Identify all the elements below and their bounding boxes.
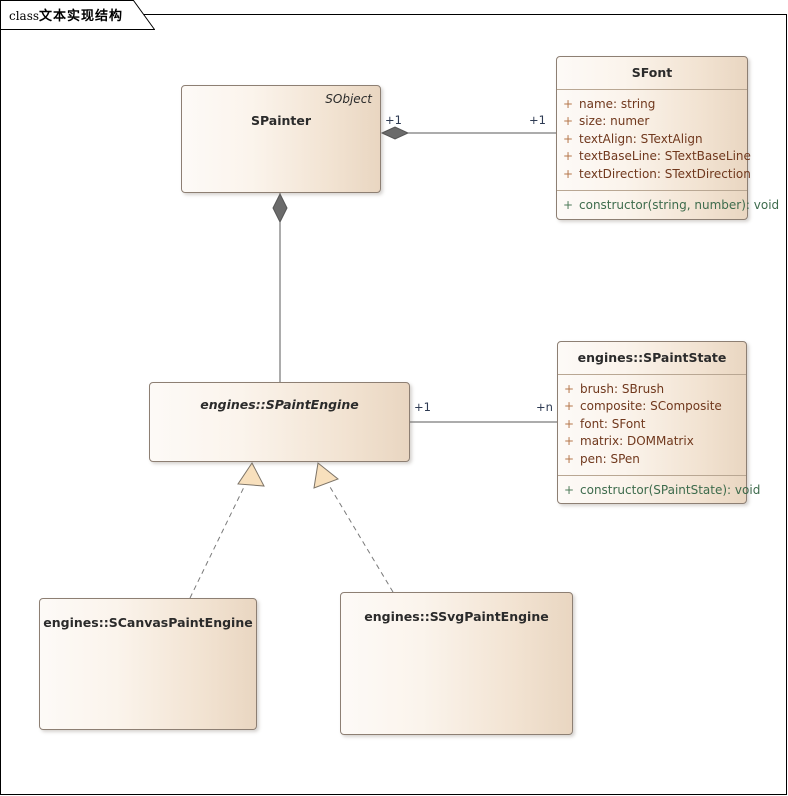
class-name-spaintengine: engines::SPaintEngine [200,397,359,412]
attribute-text: size: numer [579,114,650,129]
visibility-marker: + [562,114,574,129]
attribute-text: pen: SPen [580,451,640,466]
attribute-text: textAlign: STextAlign [579,131,703,146]
methods-spaintstate: + constructor(SPaintState): void [558,476,760,507]
class-name-spaintstate: engines::SPaintState [577,350,727,365]
class-box-spaintengine[interactable]: engines::SPaintEngine [149,382,410,462]
class-name-spainter: SPainter [250,113,312,128]
method-text: constructor(SPaintState): void [580,483,761,498]
class-box-ssvgpaintengine[interactable]: engines::SSvgPaintEngine [340,592,573,735]
attribute-row: + font: SFont [558,416,746,434]
visibility-marker: + [562,198,574,213]
attribute-row: + composite: SComposite [558,398,746,416]
multiplicity-engine-state-target: +n [536,400,553,414]
attribute-text: textBaseLine: STextBaseLine [579,149,751,164]
attribute-row: + textAlign: STextAlign [557,131,747,149]
compartment-separator [558,475,746,477]
multiplicity-engine-state-source: +1 [414,400,431,414]
class-box-spainter[interactable]: SObject SPainter [181,85,381,193]
attributes-spaintstate: + brush: SBrush + composite: SComposite … [558,375,746,476]
attribute-row: + matrix: DOMMatrix [558,433,746,451]
visibility-marker: + [563,381,575,396]
class-name-ssvgpaintengine: engines::SSvgPaintEngine [364,609,549,624]
diagram-frame [0,14,787,795]
visibility-marker: + [562,166,574,181]
visibility-marker: + [563,416,575,431]
attribute-text: name: string [579,96,656,111]
class-name-scanvaspaintengine: engines::SCanvasPaintEngine [43,615,253,630]
attribute-text: matrix: DOMMatrix [580,434,694,449]
compartment-separator [557,88,747,90]
visibility-marker: + [563,483,575,498]
attribute-text: brush: SBrush [580,381,665,396]
class-name-sfont: SFont [631,65,673,80]
attribute-row: + size: numer [557,113,747,131]
title-tab-shape [0,0,155,30]
class-stereotype-spainter: SObject [325,92,372,106]
attributes-sfont: + name: string + size: numer + textAlign… [557,90,751,191]
compartment-separator [557,190,747,192]
compartment-separator [558,373,746,375]
class-box-spaintstate[interactable]: engines::SPaintState + brush: SBrush + c… [557,341,760,507]
class-box-sfont[interactable]: SFont + name: string + size: numer + tex… [556,56,779,222]
method-row: + constructor(string, number): void [557,197,779,215]
diagram-title-keyword: class [9,9,40,23]
visibility-marker: + [562,131,574,146]
attribute-row: + textBaseLine: STextBaseLine [557,148,751,166]
attribute-row: + name: string [557,96,747,114]
method-text: constructor(string, number): void [579,198,780,213]
multiplicity-painter-font-source: +1 [385,113,402,127]
diagram-title-name: 文本实现结构 [39,9,124,24]
diagram-title: class文本实现结构 [9,5,123,24]
class-box-scanvaspaintengine[interactable]: engines::SCanvasPaintEngine [39,598,257,730]
attribute-text: font: SFont [580,416,646,431]
attribute-row: + brush: SBrush [558,381,746,399]
attribute-text: textDirection: STextDirection [579,166,751,181]
visibility-marker: + [563,451,575,466]
method-row: + constructor(SPaintState): void [558,482,760,500]
visibility-marker: + [563,399,575,414]
diagram-title-tab: class文本实现结构 [0,0,155,30]
visibility-marker: + [563,434,575,449]
attribute-row: + pen: SPen [558,451,746,469]
attribute-row: + textDirection: STextDirection [557,166,751,184]
visibility-marker: + [562,149,574,164]
methods-sfont: + constructor(string, number): void [557,191,779,222]
visibility-marker: + [562,96,574,111]
attribute-text: composite: SComposite [580,399,722,414]
multiplicity-painter-font-target: +1 [529,113,546,127]
